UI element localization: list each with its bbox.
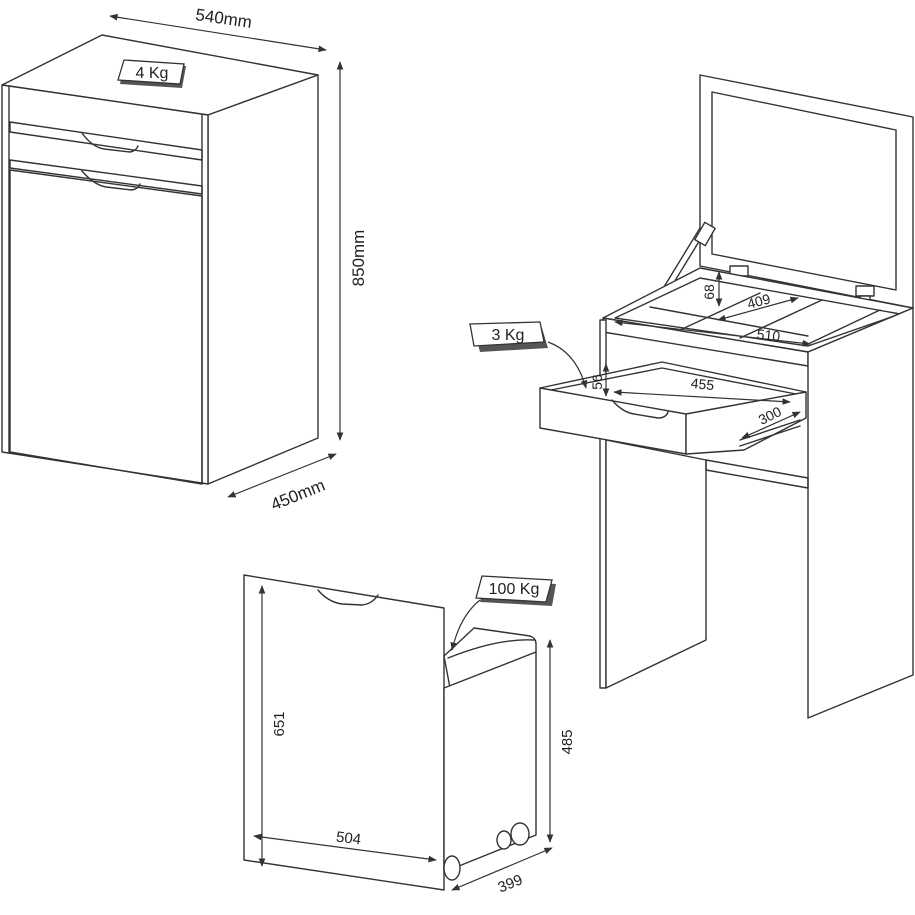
cabinet-width-label: 540mm (194, 5, 253, 32)
cabinet-front (1, 84, 209, 485)
stool-load-tag: 100 Kg (450, 575, 556, 651)
wheel-front (443, 855, 461, 881)
stool-back-height-label: 651 (271, 711, 288, 736)
drawer-load-tag: 3 Kg (469, 321, 588, 389)
cabinet-side (207, 74, 319, 485)
cabinet-drawing: 540mm 850mm 450mm 4 Kg (1, 5, 368, 514)
stool-side (443, 651, 537, 873)
vanity-side-right (807, 307, 914, 719)
wheel-back (510, 822, 530, 846)
cabinet-height-label: 850mm (349, 230, 368, 287)
cabinet-depth-dimension (227, 453, 337, 498)
stool-load-label: 100 Kg (489, 581, 540, 598)
mirror-glass (711, 91, 897, 291)
drawer-width-dimension (613, 389, 791, 405)
compartment-height-label: 68 (701, 284, 717, 300)
cabinet-width-dimension (109, 13, 327, 53)
drawer-load-label: 3 Kg (492, 327, 525, 344)
cabinet-load-tag: 4 Kg (117, 59, 186, 88)
stool-depth-dimension (451, 847, 553, 891)
stool-width-dimension (253, 833, 437, 863)
cabinet-depth-label: 450mm (268, 475, 328, 514)
hinge-right (855, 285, 875, 297)
compartment-width-label: 409 (745, 290, 772, 312)
cabinet-door (9, 169, 203, 485)
vanity-drawing: 68 409 510 56 455 300 3 Kg (469, 74, 914, 719)
top-inner-width-label: 510 (756, 326, 781, 344)
cabinet-second-drawer (9, 159, 203, 195)
stool-depth-label: 399 (496, 871, 526, 896)
stool-seat-height-label: 485 (559, 729, 576, 754)
drawer-depth-dimension (741, 411, 801, 439)
drawer-height-label: 56 (589, 374, 605, 390)
stool-seat (443, 627, 537, 689)
cabinet-top-drawer (9, 121, 203, 161)
top-inner-width-dimension (614, 319, 811, 347)
stool-drawing: 651 485 504 399 100 Kg (243, 574, 576, 896)
stool-width-label: 504 (335, 829, 362, 849)
cabinet-load-label: 4 Kg (136, 65, 169, 82)
drawer-width-label: 455 (690, 375, 715, 393)
compartment-width-dimension (717, 296, 799, 322)
